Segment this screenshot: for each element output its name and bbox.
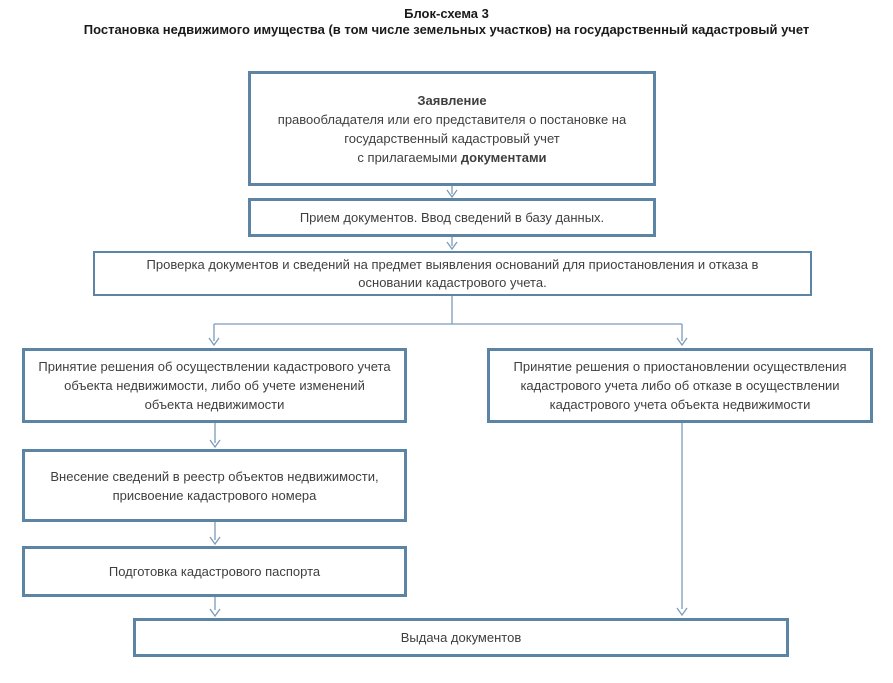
node-passport-preparation: Подготовка кадастрового паспорта: [22, 546, 407, 597]
node-document-issuance: Выдача документов: [133, 618, 789, 657]
decision-registration-line3: объекта недвижимости: [144, 397, 285, 412]
page-title-line1: Блок-схема 3: [404, 6, 489, 21]
document-issuance-label: Выдача документов: [400, 630, 522, 645]
decision-suspension-line3: кадастрового учета объекта недвижимости: [549, 397, 811, 412]
connector-entry-passport: [209, 522, 221, 546]
connector-application-reception: [446, 186, 458, 199]
page-title: Блок-схема 3 Постановка недвижимого имущ…: [0, 6, 893, 38]
connector-passport-issuance: [209, 597, 221, 618]
connector-suspension-issuance: [676, 423, 688, 617]
application-heading: Заявление: [417, 92, 487, 108]
node-verification: Проверка документов и сведений на предме…: [93, 251, 812, 296]
registry-entry-line2: присвоение кадастрового номера: [112, 487, 317, 503]
reception-label: Прием документов. Ввод сведений в базу д…: [299, 210, 605, 225]
page-title-line2: Постановка недвижимого имущества (в том …: [83, 22, 810, 37]
decision-suspension-line2: кадастрового учета либо об отказе в осущ…: [520, 378, 840, 393]
decision-registration-line1: Принятие решения об осуществлении кадаст…: [38, 359, 391, 374]
verification-line1: Проверка документов и сведений на предме…: [146, 256, 759, 272]
application-footer-bold: документами: [460, 149, 547, 165]
application-body-line2: государственный кадастровый учет: [344, 130, 560, 146]
node-decision-registration: Принятие решения об осуществлении кадаст…: [22, 348, 407, 423]
node-registry-entry: Внесение сведений в реестр объектов недв…: [22, 449, 407, 522]
connector-verification-branch: [208, 296, 688, 347]
verification-line2: основании кадастрового учета.: [358, 274, 547, 290]
connector-reception-verification: [446, 237, 458, 251]
registry-entry-line1: Внесение сведений в реестр объектов недв…: [50, 468, 379, 484]
node-decision-suspension: Принятие решения о приостановлении осуще…: [487, 348, 873, 423]
passport-preparation-label: Подготовка кадастрового паспорта: [108, 564, 321, 579]
decision-registration-line2: объекта недвижимости, либо об учете изме…: [64, 378, 365, 393]
application-footer-text: с прилагаемыми: [357, 149, 461, 165]
node-reception: Прием документов. Ввод сведений в базу д…: [248, 198, 656, 237]
decision-suspension-line1: Принятие решения о приостановлении осуще…: [513, 359, 847, 374]
node-application: Заявление правообладателя или его предст…: [248, 71, 656, 186]
connector-decision-entry: [209, 423, 221, 449]
application-footer: с прилагаемыми документами: [357, 148, 546, 167]
application-body-line1: правообладателя или его представителя о …: [277, 111, 627, 127]
